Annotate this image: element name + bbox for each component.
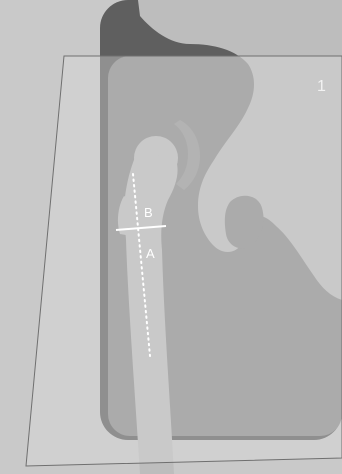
label-a: A xyxy=(146,246,155,261)
overlay-sheet xyxy=(26,56,342,466)
label-b: B xyxy=(144,205,153,220)
panel-number: 1 xyxy=(317,78,326,95)
